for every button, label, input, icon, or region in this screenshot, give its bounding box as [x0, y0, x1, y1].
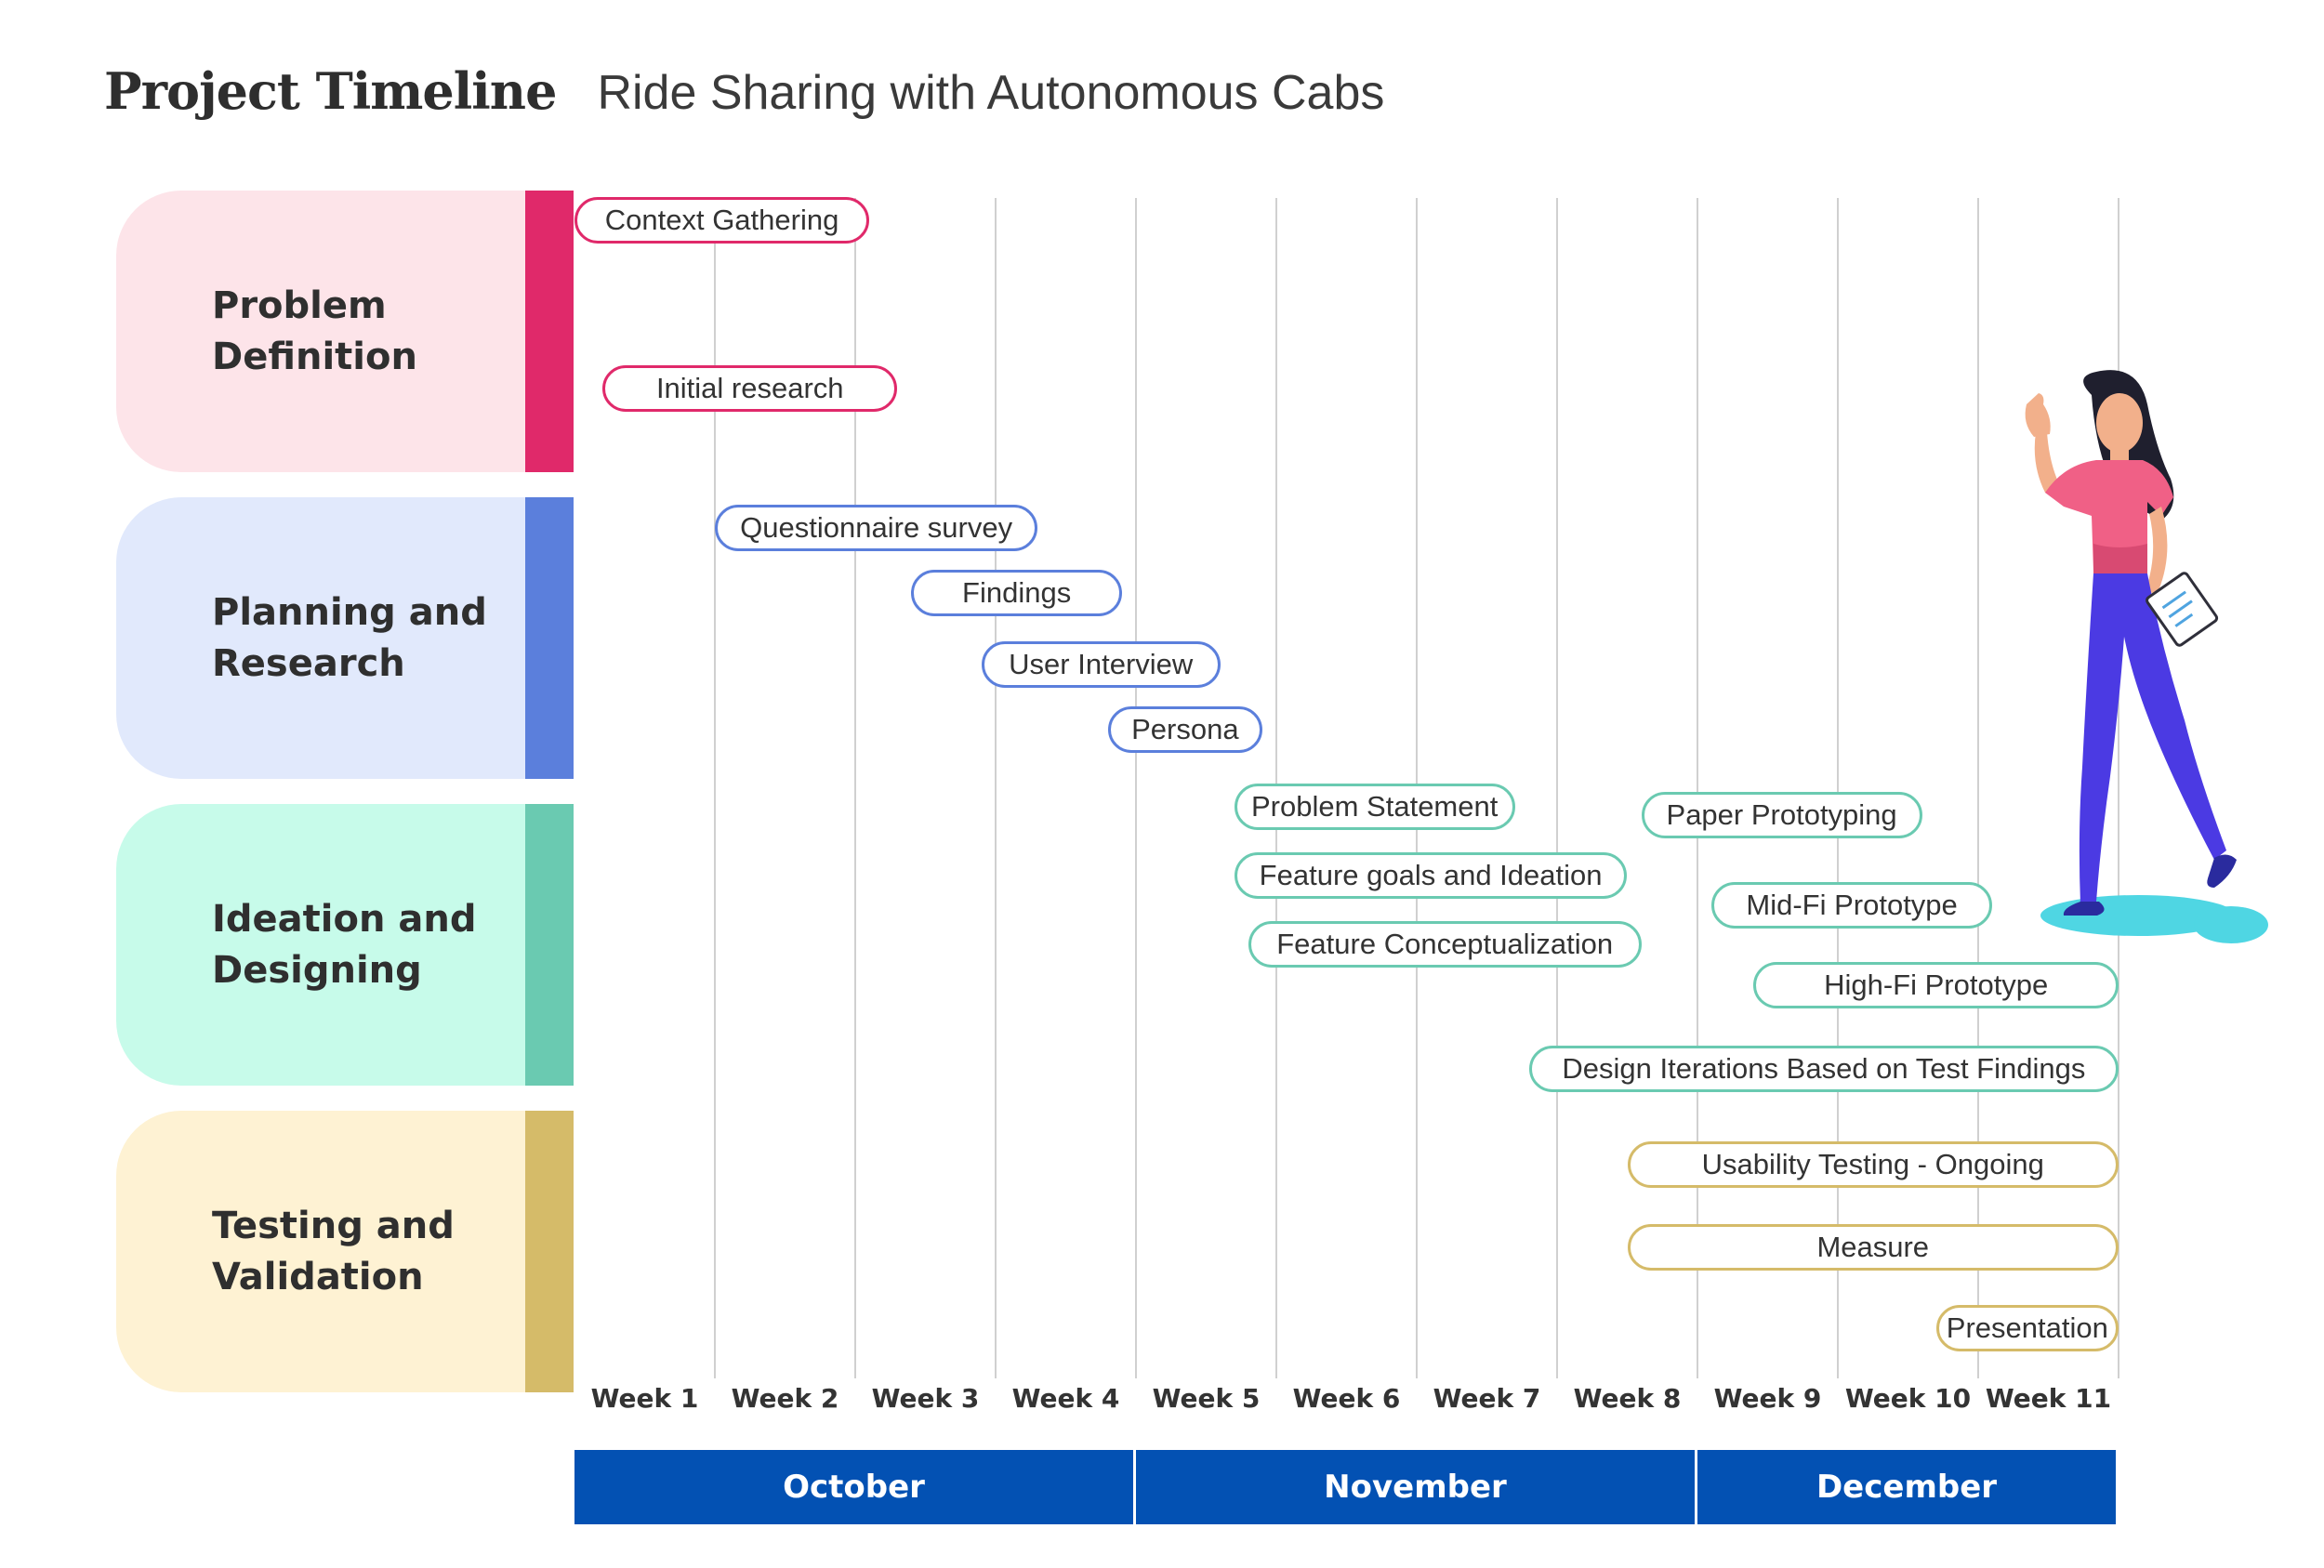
month-bar-december: December — [1697, 1450, 2116, 1524]
phase-label: Testing and Validation — [212, 1204, 455, 1298]
page-subtitle: Ride Sharing with Autonomous Cabs — [597, 66, 1385, 120]
week-label: Week 11 — [1985, 1383, 2112, 1414]
task-initial-research: Initial research — [602, 365, 898, 412]
task-questionnaire-survey: Questionnaire survey — [715, 505, 1038, 551]
phase-stripe — [525, 804, 574, 1086]
task-high-fi-prototype: High-Fi Prototype — [1753, 962, 2119, 1008]
phase-label: Ideation and Designing — [212, 897, 477, 992]
task-design-iterations-based-on-test-findings: Design Iterations Based on Test Findings — [1528, 1046, 2119, 1092]
task-presentation: Presentation — [1935, 1305, 2119, 1351]
week-label: Week 10 — [1844, 1383, 1972, 1414]
gridline — [2118, 198, 2119, 1378]
task-usability-testing-ongoing: Usability Testing - Ongoing — [1627, 1141, 2119, 1188]
week-label: Week 5 — [1152, 1383, 1261, 1414]
gridline — [995, 198, 997, 1378]
task-user-interview: User Interview — [981, 641, 1221, 688]
gridline — [1977, 198, 1979, 1378]
gridline — [1135, 198, 1137, 1378]
phase-label: Planning and Research — [212, 590, 487, 685]
phase-stripe — [525, 1111, 574, 1392]
week-label: Week 4 — [1011, 1383, 1120, 1414]
week-label: Week 3 — [871, 1383, 980, 1414]
gridline — [854, 198, 856, 1378]
gridline — [1697, 198, 1698, 1378]
phase-stripe — [525, 497, 574, 779]
task-feature-goals-and-ideation: Feature goals and Ideation — [1234, 852, 1628, 899]
gridline — [1556, 198, 1558, 1378]
task-feature-conceptualization: Feature Conceptualization — [1248, 921, 1642, 968]
month-bar-november: November — [1136, 1450, 1695, 1524]
phase-stripe — [525, 191, 574, 472]
page-header: Project Timeline Ride Sharing with Auton… — [104, 61, 1384, 121]
gridline — [1837, 198, 1839, 1378]
task-mid-fi-prototype: Mid-Fi Prototype — [1711, 882, 1993, 929]
gridline — [714, 198, 716, 1378]
phase-block-ideation-designing: Ideation and Designing — [116, 804, 574, 1086]
month-bar-october: October — [574, 1450, 1133, 1524]
week-label: Week 1 — [590, 1383, 699, 1414]
phase-block-problem-definition: Problem Definition — [116, 191, 574, 472]
woman-with-tablet-illustration — [2025, 370, 2268, 943]
task-problem-statement: Problem Statement — [1234, 784, 1515, 830]
phase-block-testing-validation: Testing and Validation — [116, 1111, 574, 1392]
phase-block-planning-research: Planning and Research — [116, 497, 574, 779]
phase-label: Problem Definition — [212, 283, 417, 378]
task-persona: Persona — [1107, 706, 1262, 753]
page-title: Project Timeline — [104, 61, 557, 121]
week-label: Week 9 — [1713, 1383, 1822, 1414]
week-label: Week 2 — [731, 1383, 839, 1414]
task-measure: Measure — [1627, 1224, 2119, 1271]
week-label: Week 6 — [1292, 1383, 1401, 1414]
task-context-gathering: Context Gathering — [574, 197, 870, 244]
week-label: Week 8 — [1573, 1383, 1682, 1414]
week-label: Week 7 — [1433, 1383, 1541, 1414]
task-findings: Findings — [911, 570, 1122, 616]
task-paper-prototyping: Paper Prototyping — [1641, 792, 1922, 838]
